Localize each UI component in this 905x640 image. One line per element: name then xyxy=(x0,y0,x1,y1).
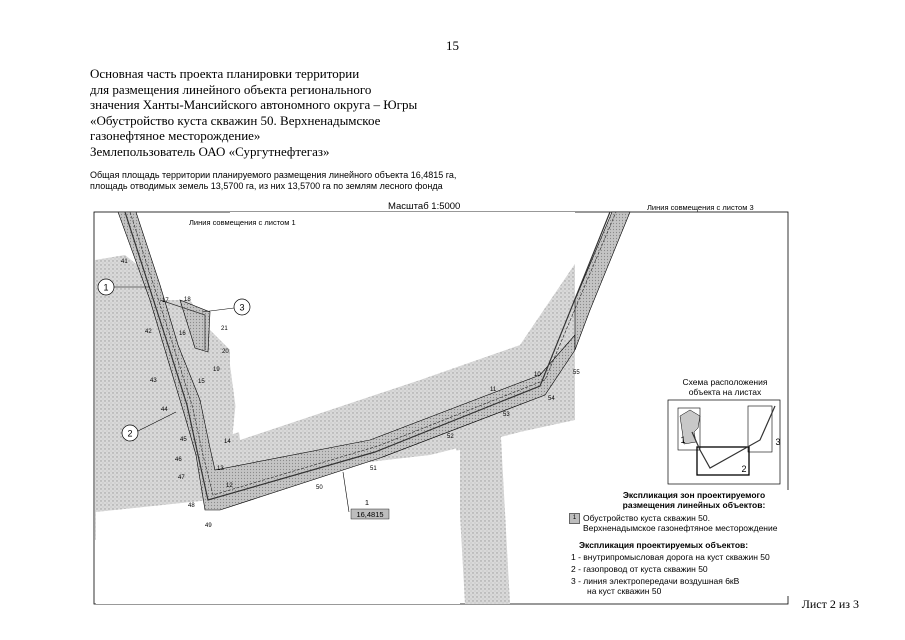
gas-pipeline-route xyxy=(129,211,617,496)
point-label: 17 xyxy=(162,298,169,304)
clearing xyxy=(95,215,120,255)
header-line: Основная часть проекта планировки террит… xyxy=(90,66,360,81)
legend-zone-text: Обустройство куста скважин 50. xyxy=(583,513,710,523)
point-label: 18 xyxy=(184,297,191,303)
zone-label-number: 1 xyxy=(365,498,369,507)
point-label: 50 xyxy=(316,485,323,491)
point-label: 46 xyxy=(175,457,182,463)
header-line: значения Ханты-Мансийского автономного о… xyxy=(90,97,418,112)
callout-number: 3 xyxy=(239,303,244,313)
area-note-line: Общая площадь территории планируемого ра… xyxy=(90,170,457,180)
road-route xyxy=(124,211,611,501)
point-label: 48 xyxy=(188,503,195,509)
callout-leader xyxy=(201,307,235,313)
legend-zones-title: размещения линейных объектов: xyxy=(622,500,766,510)
point-label: 11 xyxy=(490,387,497,393)
header-line: «Обустройство куста скважин 50. Верхнена… xyxy=(90,112,381,128)
legend-object: 2 - газопровод от куста скважин 50 xyxy=(571,564,708,574)
point-label: 54 xyxy=(548,396,555,402)
page-number: 15 xyxy=(446,38,459,53)
callout-1: 1 xyxy=(97,278,115,296)
point-label: 53 xyxy=(503,412,510,418)
join-line-sheet-1-label: Линия совмещения с листом 1 xyxy=(189,218,296,227)
point-label: 21 xyxy=(221,326,228,332)
power-line-route xyxy=(159,299,206,350)
point-label: 20 xyxy=(222,349,229,355)
legend-object: 1 - внутрипромысловая дорога на куст скв… xyxy=(571,552,770,562)
header-line: для размещения линейного объекта региона… xyxy=(90,81,372,97)
key-map-route xyxy=(691,405,776,469)
callout-2: 2 xyxy=(121,424,139,442)
zone-label: 1 16,4815 xyxy=(350,498,390,520)
zone-label-leader xyxy=(342,471,350,513)
point-label: 51 xyxy=(370,466,377,472)
point-label: 14 xyxy=(224,439,231,445)
point-label: 42 xyxy=(145,329,152,335)
legend: Экспликация зон проектируемого размещени… xyxy=(569,490,819,596)
legend-object: 3 - линия электропередачи воздушная 6кВ xyxy=(571,576,740,586)
area-note: Общая площадь территории планируемого ра… xyxy=(90,170,456,192)
area-note-line: площадь отводимых земель 13,5700 га, из … xyxy=(90,181,443,191)
callout-number: 1 xyxy=(103,283,108,293)
point-label: 15 xyxy=(198,379,205,385)
key-map-sheet-1 xyxy=(677,407,701,451)
clearing-south xyxy=(96,450,460,604)
document-header: Основная часть проекта планировки террит… xyxy=(90,66,417,159)
key-map-label: 3 xyxy=(775,437,780,447)
legend-objects-title: Экспликация проектируемых объектов: xyxy=(579,540,749,550)
clearing-north xyxy=(230,212,575,440)
legend-zones-title: Экспликация зон проектируемого xyxy=(622,490,766,500)
key-map-site xyxy=(679,409,701,445)
forest-area-southeast xyxy=(455,420,510,604)
key-map: 1 2 3 xyxy=(667,399,781,485)
survey-points: 41 42 43 44 45 46 47 48 49 17 16 15 14 1… xyxy=(121,259,580,529)
callout-number: 2 xyxy=(127,429,132,439)
point-label: 19 xyxy=(213,367,220,373)
legend-object-cont: на куст скважин 50 xyxy=(587,586,662,596)
key-map-title-line: объекта на листах xyxy=(688,387,762,397)
sheet-label: Лист 2 из 3 xyxy=(801,597,859,611)
point-label: 43 xyxy=(150,378,157,384)
point-label: 55 xyxy=(573,370,580,376)
point-label: 16 xyxy=(179,331,186,337)
planning-zone xyxy=(117,212,575,511)
callout-3: 3 xyxy=(233,298,251,316)
key-map-label: 2 xyxy=(741,464,746,474)
point-label: 52 xyxy=(447,434,454,440)
legend-zone-item: 1 Обустройство куста скважин 50. Верхнен… xyxy=(569,513,819,533)
point-label: 45 xyxy=(180,437,187,443)
key-map-title: Схема расположения объекта на листах xyxy=(660,377,790,397)
point-label: 41 xyxy=(121,259,128,265)
zone-label-area: 16,4815 xyxy=(356,510,383,519)
map-scale: Масштаб 1:5000 xyxy=(388,201,461,212)
legend-zone-text: Верхненадымское газонефтяное месторожден… xyxy=(583,523,778,533)
point-label: 49 xyxy=(205,523,212,529)
callout-leader xyxy=(135,411,177,433)
point-label: 47 xyxy=(178,475,185,481)
join-line-sheet-3-label: Линия совмещения с листом 3 xyxy=(647,203,754,212)
legend-zone-swatch: 1 xyxy=(569,513,580,524)
point-label: 12 xyxy=(226,483,233,489)
header-line: Землепользователь ОАО «Сургутнефтегаз» xyxy=(90,143,330,159)
point-label: 13 xyxy=(217,466,224,472)
key-map-sheet-2 xyxy=(696,446,750,476)
power-line-zone xyxy=(179,299,211,353)
point-label: 44 xyxy=(161,407,168,413)
key-map-label: 1 xyxy=(680,435,685,445)
key-map-title-line: Схема расположения xyxy=(682,377,768,387)
point-label: 10 xyxy=(534,372,541,378)
key-map-sheet-3 xyxy=(747,405,773,453)
planning-zone-ne xyxy=(574,211,631,351)
header-line: газонефтяное месторождение» xyxy=(90,128,261,143)
